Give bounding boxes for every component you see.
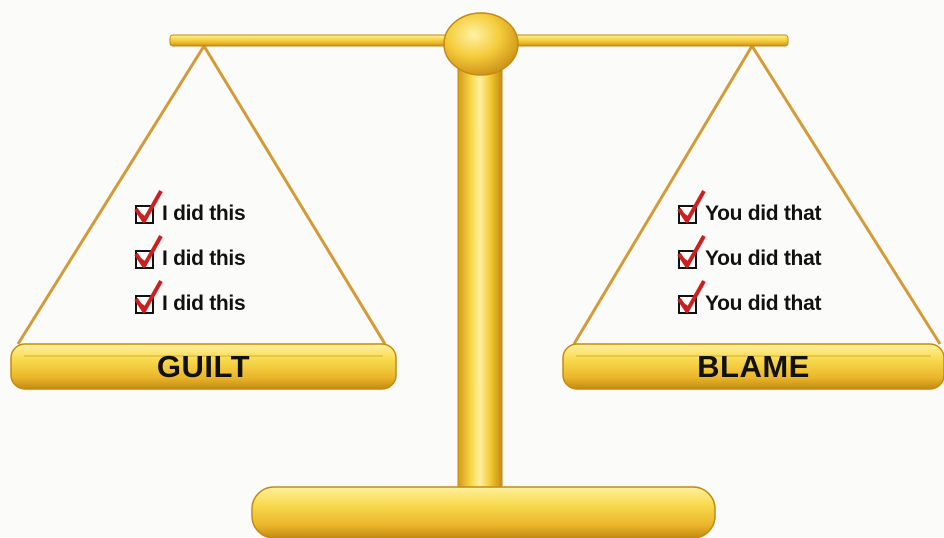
guilt-label: GUILT <box>156 349 251 384</box>
right-checklist-item: You did that <box>677 189 822 231</box>
right-item-label: You did that <box>705 202 822 225</box>
checkmark-icon <box>677 189 706 223</box>
right-pan <box>562 343 944 390</box>
left-checklist-item: I did this <box>134 189 246 231</box>
right-checklist-item: You did that <box>677 279 822 321</box>
scale-pillar <box>457 59 503 501</box>
left-item-label: I did this <box>162 247 246 270</box>
right-pan-strings <box>572 45 942 345</box>
scale-base <box>251 486 716 538</box>
left-pan <box>10 343 397 390</box>
left-item-label: I did this <box>162 202 246 225</box>
checkbox-icon <box>677 189 706 224</box>
checkmark-icon <box>134 234 163 268</box>
left-checklist-item: I did this <box>134 279 246 321</box>
checkmark-icon <box>677 234 706 268</box>
checkbox-icon <box>677 279 706 314</box>
left-checklist-item: I did this <box>134 234 246 276</box>
right-item-label: You did that <box>705 247 822 270</box>
checkbox-icon <box>134 189 163 224</box>
right-checklist-item: You did that <box>677 234 822 276</box>
pivot-knob <box>443 12 519 76</box>
checkmark-icon <box>677 279 706 313</box>
checkmark-icon <box>134 279 163 313</box>
left-item-label: I did this <box>162 292 246 315</box>
checkmark-icon <box>134 189 163 223</box>
blame-label: BLAME <box>697 349 810 384</box>
left-pan-strings <box>16 45 387 345</box>
checkbox-icon <box>134 234 163 269</box>
checkbox-icon <box>134 279 163 314</box>
right-item-label: You did that <box>705 292 822 315</box>
checkbox-icon <box>677 234 706 269</box>
